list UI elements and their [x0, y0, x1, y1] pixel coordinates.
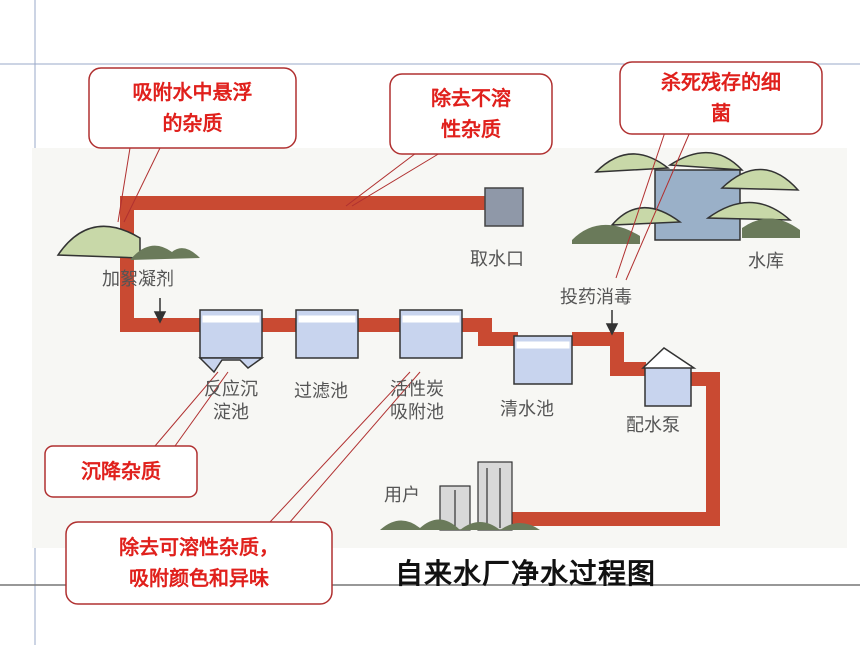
label-filter-tank: 过滤池 — [294, 381, 348, 402]
label-users: 用户 — [384, 485, 420, 506]
diagram-caption: 自来水厂净水过程图 — [395, 557, 657, 590]
label-reservoir: 水库 — [748, 251, 784, 272]
callout-flocculant: 吸附水中悬浮 的杂质 — [132, 80, 253, 135]
pointer-lines — [117, 131, 691, 523]
callout-insoluble: 除去不溶 性杂质 — [431, 86, 511, 141]
pipe-network — [120, 196, 720, 526]
label-pump: 配水泵 — [626, 415, 680, 436]
label-carbon-tank: 活性炭 吸附池 — [390, 379, 444, 423]
callout-disinfect: 杀死残存的细 菌 — [661, 70, 781, 125]
tank-water — [202, 315, 570, 349]
label-settling-tank: 反应沉 淀池 — [204, 379, 258, 423]
reservoir-scene — [572, 152, 800, 244]
user-buildings — [380, 461, 540, 531]
label-clear-tank: 清水池 — [500, 399, 554, 420]
label-disinfect: 投药消毒 — [560, 287, 632, 308]
flocculant-mound — [56, 225, 200, 260]
label-intake: 取水口 — [470, 249, 524, 270]
callout-carbon: 除去可溶性杂质， 吸附颜色和异味 — [119, 535, 279, 590]
intake-box — [484, 187, 524, 227]
label-flocculant: 加絮凝剂 — [102, 269, 174, 290]
callout-settling: 沉降杂质 — [81, 459, 161, 483]
arrows — [153, 298, 619, 336]
callout-boxes — [44, 61, 823, 605]
